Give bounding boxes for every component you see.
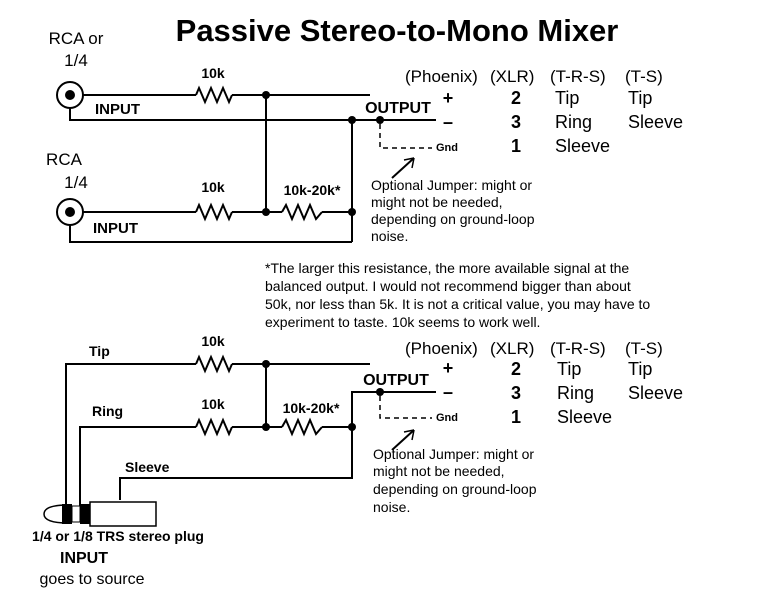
bottom-output-label: OUTPUT (363, 372, 429, 389)
bottom-plus-sign: + (443, 358, 454, 378)
bottom-pin-table: (Phoenix) (XLR) (T-R-S) (T-S) 2 Tip Tip … (405, 339, 683, 427)
bottom-jumper-note: Optional Jumper: might or might not be n… (373, 446, 537, 515)
top-jumper-note: Optional Jumper: might or might not be n… (371, 177, 535, 244)
plug-source-label: goes to source (40, 571, 145, 588)
rca-jack-2 (56, 198, 84, 226)
top-row1-pin: 2 (511, 88, 521, 108)
bottom-header-phoenix: (Phoenix) (405, 339, 478, 358)
jack2-label-line2: 1/4 (64, 173, 88, 192)
bottom-row1-ts: Tip (628, 359, 652, 379)
footnote: *The larger this resistance, the more av… (265, 260, 650, 330)
footnote-line2: balanced output. I would not recommend b… (265, 278, 631, 294)
bottom-note-line4: noise. (373, 499, 410, 515)
bottom-header-xlr: (XLR) (490, 339, 534, 358)
top-jumper-arrow-head (403, 157, 415, 169)
top-header-phoenix: (Phoenix) (405, 67, 478, 86)
rca-jack-1 (56, 81, 84, 109)
input2-label: INPUT (93, 220, 138, 237)
jack1-label-line2: 1/4 (64, 51, 88, 70)
top-row2-ts: Sleeve (628, 112, 683, 132)
bottom-jumper-arrow (391, 429, 415, 451)
top-resistor2 (195, 202, 233, 222)
top-header-xlr: (XLR) (490, 67, 534, 86)
bottom-row2-pin: 3 (511, 383, 521, 403)
bottom-optional-jumper (379, 396, 432, 419)
top-header-trs: (T-R-S) (550, 67, 606, 86)
top-pin-table: (Phoenix) (XLR) (T-R-S) (T-S) 2 Tip Tip … (405, 67, 683, 156)
top-note-line3: depending on ground-loop (371, 211, 535, 227)
bottom-note-line2: might not be needed, (373, 463, 505, 479)
tip-wire (65, 363, 196, 512)
trs-plug (43, 501, 157, 527)
top-note-line2: might not be needed, (371, 194, 503, 210)
jack1-label-line1: RCA or (49, 29, 104, 48)
bottom-header-ts: (T-S) (625, 339, 663, 358)
footnote-line3: 50k, nor less than 5k. It is not a criti… (265, 296, 650, 312)
top-row1-trs: Tip (555, 88, 579, 108)
top-row3-pin: 1 (511, 136, 521, 156)
bottom-row3-trs: Sleeve (557, 407, 612, 427)
bottom-resistor2 (195, 417, 233, 437)
input2-wires (69, 211, 352, 243)
top-resistor1-label: 10k (201, 65, 225, 81)
bottom-jumper-arrow-head (403, 429, 415, 441)
top-junction-3 (348, 208, 356, 216)
footnote-line1: *The larger this resistance, the more av… (265, 260, 629, 276)
top-junction-4 (348, 116, 356, 124)
top-resistor3-label: 10k-20k* (284, 182, 341, 198)
plug-input-label: INPUT (60, 550, 108, 567)
bottom-resistor3 (281, 417, 323, 437)
input1-wires (69, 94, 352, 121)
bottom-junction-3 (348, 423, 356, 431)
plug-label: 1/4 or 1/8 TRS stereo plug (32, 528, 204, 544)
bottom-junction-2 (262, 423, 270, 431)
top-row2-trs: Ring (555, 112, 592, 132)
top-note-line4: noise. (371, 228, 408, 244)
bottom-junction-4 (376, 388, 384, 396)
sleeve-label: Sleeve (125, 459, 170, 475)
bottom-junction-1 (262, 360, 270, 368)
bottom-note-line3: depending on ground-loop (373, 481, 537, 497)
top-gnd-label: Gnd (436, 142, 458, 154)
footnote-line4: experiment to taste. 10k seems to work w… (265, 314, 540, 330)
top-resistor3 (281, 202, 323, 222)
bottom-minus-sign: – (443, 382, 453, 402)
top-junction-5 (376, 116, 384, 124)
input1-label: INPUT (95, 101, 140, 118)
tip-label: Tip (89, 343, 110, 359)
jack2-label-line1: RCA (46, 150, 83, 169)
bottom-row2-trs: Ring (557, 383, 594, 403)
ring-label: Ring (92, 403, 123, 419)
bottom-note-line1: Optional Jumper: might or (373, 446, 534, 462)
bottom-resistor1-label: 10k (201, 333, 225, 349)
bottom-row3-pin: 1 (511, 407, 521, 427)
bottom-row1-pin: 2 (511, 359, 521, 379)
top-row2-pin: 3 (511, 112, 521, 132)
bottom-resistor1 (195, 354, 233, 374)
diagram-title: Passive Stereo-to-Mono Mixer (176, 13, 619, 48)
top-resistor1 (195, 85, 233, 105)
bottom-gnd-label: Gnd (436, 412, 458, 424)
top-resistor2-label: 10k (201, 179, 225, 195)
top-optional-jumper (379, 124, 432, 149)
top-note-line1: Optional Jumper: might or (371, 177, 532, 193)
top-header-ts: (T-S) (625, 67, 663, 86)
top-minus-sign: – (443, 112, 453, 132)
top-output-label: OUTPUT (365, 100, 431, 117)
bottom-header-trs: (T-R-S) (550, 339, 606, 358)
top-row1-ts: Tip (628, 88, 652, 108)
top-row3-trs: Sleeve (555, 136, 610, 156)
bottom-row2-ts: Sleeve (628, 383, 683, 403)
top-jumper-arrow (391, 157, 415, 179)
top-junction-1 (262, 91, 270, 99)
top-plus-sign: + (443, 88, 454, 108)
bottom-row1-trs: Tip (557, 359, 581, 379)
bottom-resistor2-label: 10k (201, 396, 225, 412)
bottom-resistor3-label: 10k-20k* (283, 400, 340, 416)
ring-wire (79, 426, 196, 512)
